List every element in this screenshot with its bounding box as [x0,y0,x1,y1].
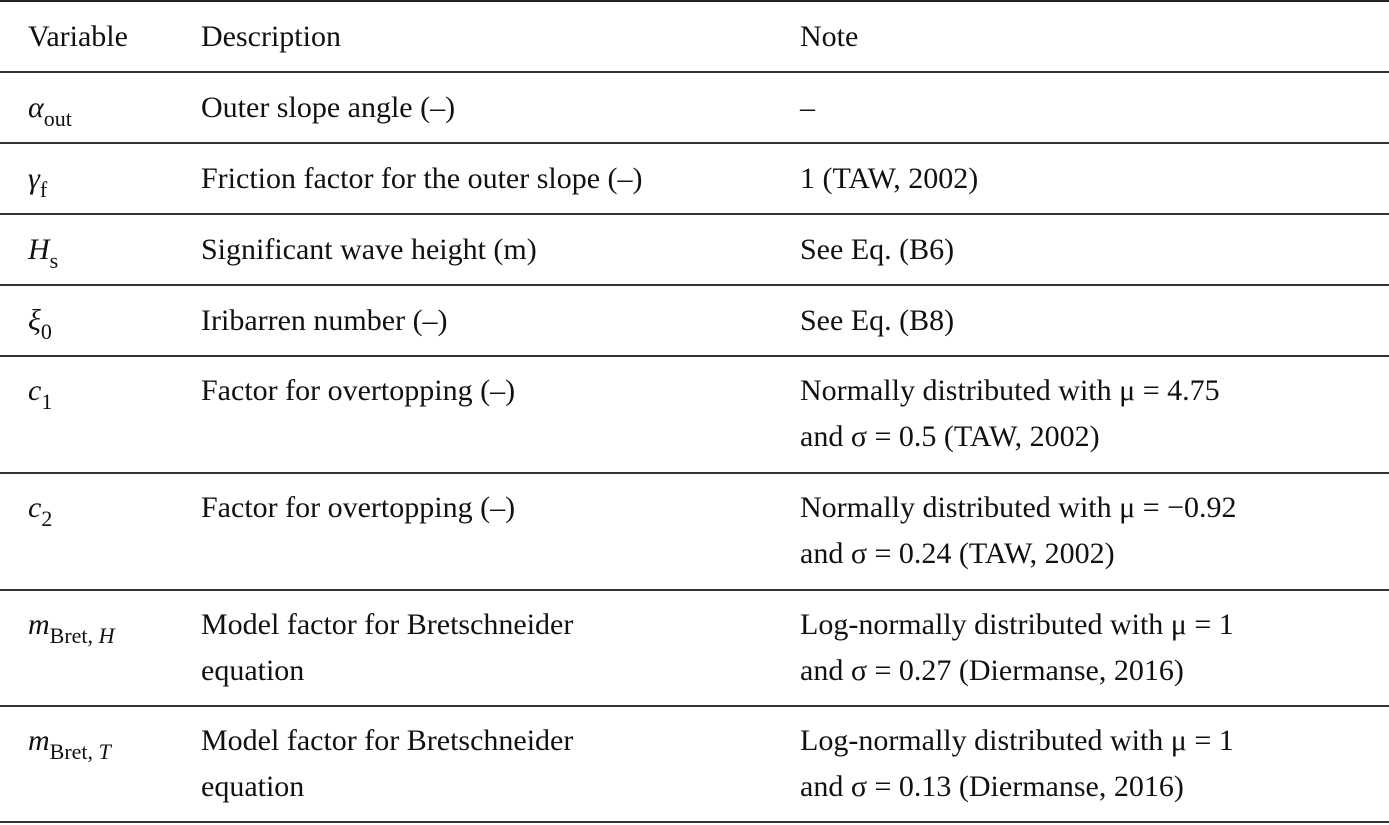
subscript: 0 [41,319,52,344]
description-line: Model factor for Bretschneider [201,608,574,641]
description-line: Iribarren number (–) [201,304,448,337]
symbol: m [28,724,50,757]
description: Factor for overtopping (–) [201,485,515,531]
subscript-text: Bret, [49,739,94,764]
table-row: ξ0 Iribarren number (–) See Eq. (B8) [0,286,1389,357]
description-line: Outer slope angle (–) [201,91,456,124]
symbol: c [28,491,42,524]
symbol: c [28,374,42,407]
subscript-text: f [39,177,48,202]
description-line: equation [201,770,305,803]
table-row: γf Friction factor for the outer slope (–… [0,144,1389,215]
description: Significant wave height (m) [201,227,537,273]
note: See Eq. (B6) [800,227,954,273]
variable-symbol: mBret, T [28,718,111,766]
subscript: 2 [41,506,52,531]
note-line: and σ = 0.5 (TAW, 2002) [800,420,1100,453]
note: – [800,85,815,131]
symbol: ξ [28,304,41,337]
note-line: and σ = 0.24 (TAW, 2002) [800,537,1115,570]
variable-symbol: mBret, H [28,602,114,650]
symbol: H [28,233,50,266]
note-line: and σ = 0.27 (Diermanse, 2016) [800,654,1184,687]
note-line: Normally distributed with μ = 4.75 [800,374,1220,407]
subscript-italic: H [98,623,115,648]
subscript: Bret, T [50,739,111,764]
variable-symbol: αout [28,85,72,133]
description-line: Friction factor for the outer slope (–) [201,162,643,195]
table-row: Hs Significant wave height (m) See Eq. (B6… [0,215,1389,286]
subscript: 1 [41,389,52,414]
description-line: Factor for overtopping (–) [201,374,516,407]
variable-symbol: ξ0 [28,298,52,346]
table-row: c2 Factor for overtopping (–) Normally dis… [0,474,1389,591]
subscript: out [44,106,72,131]
description-line: Factor for overtopping (–) [201,491,516,524]
table-row: mBret, H Model factor for Bretschneider eq… [0,591,1389,707]
note: Normally distributed with μ = −0.92 and σ… [800,485,1237,577]
variable-symbol: γf [28,156,47,204]
subscript-text: out [43,106,72,131]
subscript-italic: T [98,739,111,764]
description: Friction factor for the outer slope (–) [201,156,643,202]
note-line: – [800,91,815,124]
variable-symbol: Hs [28,227,58,275]
note-line: 1 (TAW, 2002) [800,162,979,195]
note-line: Log-normally distributed with μ = 1 [800,608,1234,641]
description: Model factor for Bretschneider equation [201,602,573,694]
subscript: s [50,248,59,273]
description: Model factor for Bretschneider equation [201,718,573,810]
subscript: f [40,177,47,202]
symbol: α [28,91,44,124]
note-line: Normally distributed with μ = −0.92 [800,491,1237,524]
note: Normally distributed with μ = 4.75 and σ … [800,368,1220,460]
table-header: Variable Description Note [0,2,1389,73]
table-row: αout Outer slope angle (–) – [0,73,1389,144]
description: Outer slope angle (–) [201,85,455,131]
subscript-text: s [49,248,59,273]
variable-symbol: c2 [28,485,52,533]
note: Log-normally distributed with μ = 1 and σ… [800,718,1234,810]
symbol: m [28,608,50,641]
note-line: See Eq. (B6) [800,233,955,266]
subscript-text: 1 [41,389,53,414]
note-line: and σ = 0.13 (Diermanse, 2016) [800,770,1184,803]
table-row: c1 Factor for overtopping (–) Normally dis… [0,357,1389,474]
subscript-text: 2 [41,506,53,531]
subscript-text: 0 [40,319,52,344]
header-note: Note [800,20,859,53]
note: Log-normally distributed with μ = 1 and σ… [800,602,1234,694]
note: See Eq. (B8) [800,298,954,344]
description: Iribarren number (–) [201,298,448,344]
description-line: Model factor for Bretschneider [201,724,574,757]
subscript: Bret, H [50,623,115,648]
note: 1 (TAW, 2002) [800,156,978,202]
header-description: Description [201,20,341,53]
symbol: γ [28,162,40,195]
description: Factor for overtopping (–) [201,368,515,414]
variable-symbol: c1 [28,368,52,416]
description-line: Significant wave height (m) [201,233,537,266]
table-row: mBret, T Model factor for Bretschneider eq… [0,707,1389,823]
subscript-text: Bret, [49,623,94,648]
header-variable: Variable [28,20,128,53]
note-line: See Eq. (B8) [800,304,955,337]
description-line: equation [201,654,305,687]
note-line: Log-normally distributed with μ = 1 [800,724,1234,757]
